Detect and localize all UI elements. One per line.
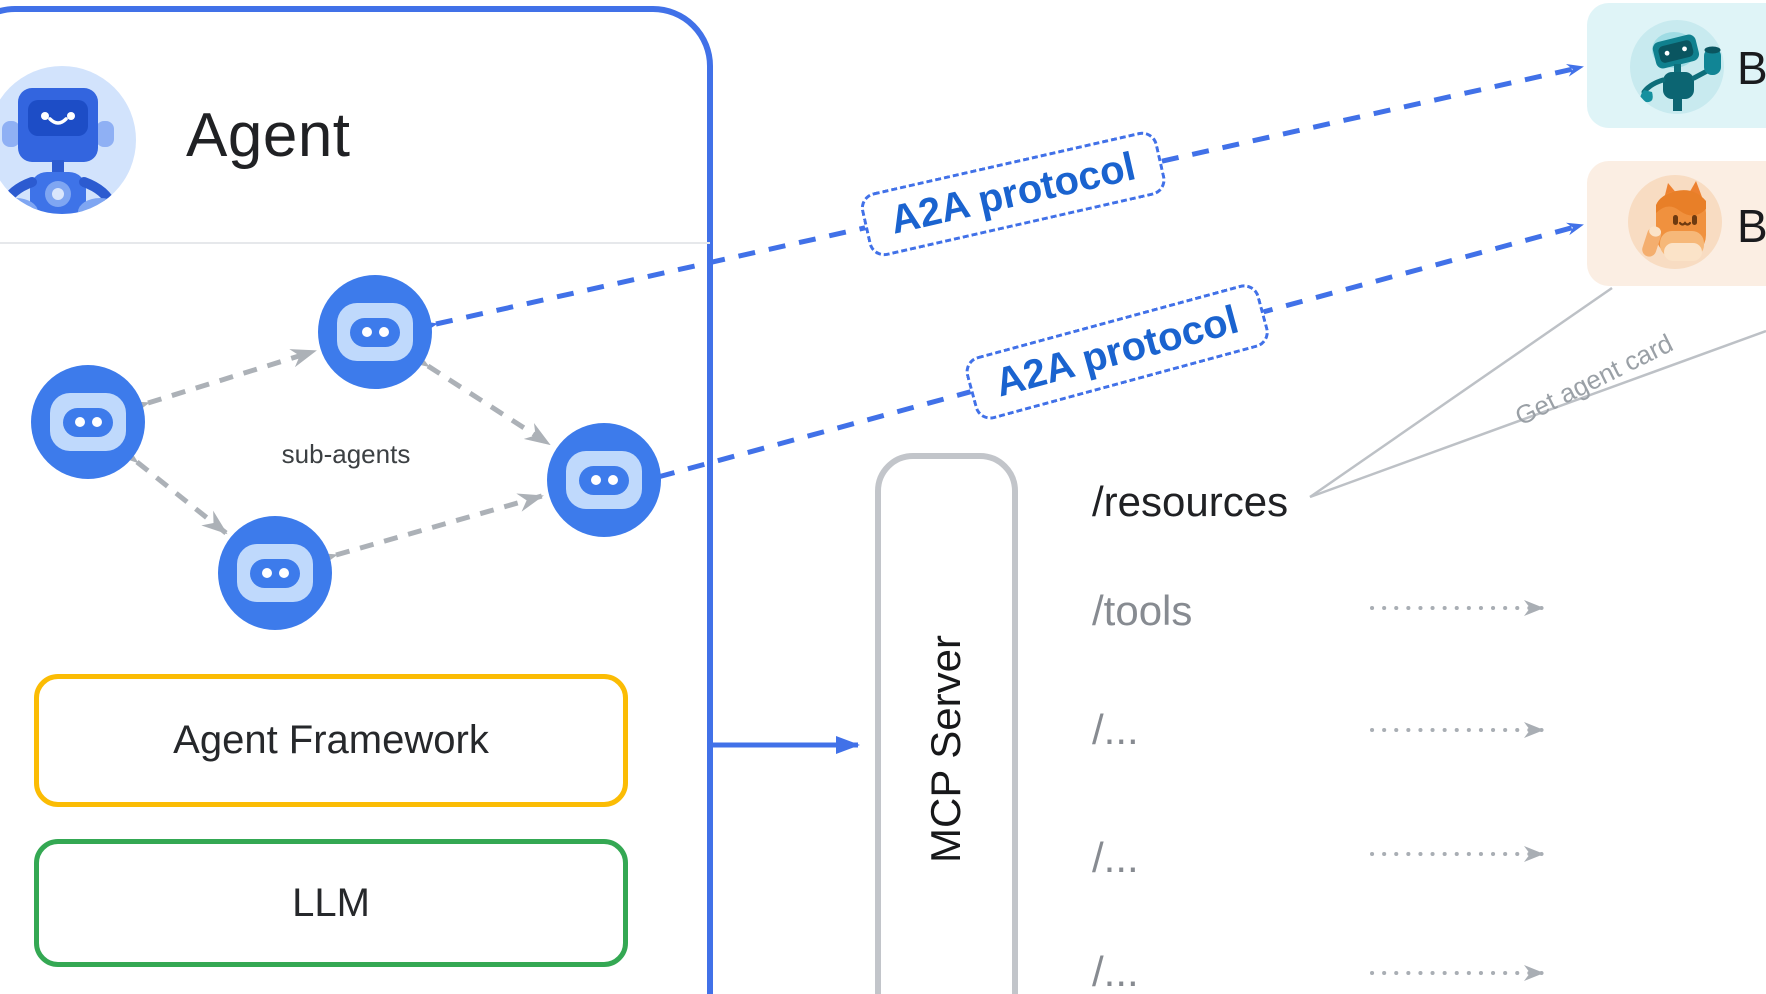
agent-avatar xyxy=(0,66,136,214)
remote-agent-name: B xyxy=(1737,200,1766,252)
orange-cat-icon xyxy=(1628,175,1722,269)
robot-visor xyxy=(63,407,113,437)
get-agent-card-label: Get agent card xyxy=(1510,327,1678,432)
teal-robot-icon xyxy=(1630,20,1724,114)
endpoint-tools: /tools xyxy=(1092,587,1193,634)
robot-head xyxy=(566,451,642,509)
robot-head xyxy=(50,393,126,451)
subagents-label: sub-agents xyxy=(281,439,411,469)
robot-visor xyxy=(350,317,400,347)
agent-panel-title: Agent xyxy=(186,101,351,170)
robot-visor xyxy=(250,558,300,588)
robot-head xyxy=(337,303,413,361)
endpoint-etc: /... xyxy=(1092,834,1139,881)
endpoint-resources: /resources xyxy=(1092,478,1289,525)
sub-agent-robot-icon xyxy=(218,516,332,630)
robot-visor xyxy=(579,465,629,495)
a2a-protocol-badge: A2A protocol xyxy=(857,128,1169,260)
mcp-server-label: MCP Server xyxy=(922,635,969,863)
remote-agent-card: B xyxy=(1587,3,1766,128)
llm-box: LLM xyxy=(34,839,628,967)
mcp-server-box xyxy=(875,453,1018,994)
remote-agent-name: B xyxy=(1737,42,1766,94)
llm-label: LLM xyxy=(292,880,370,925)
agent-header-divider xyxy=(0,242,710,244)
robot-head xyxy=(237,544,313,602)
sub-agent-robot-icon xyxy=(318,275,432,389)
agent-framework-box: Agent Framework xyxy=(34,674,628,807)
remote-agent-card: B xyxy=(1587,161,1766,286)
sub-agent-robot-icon xyxy=(547,423,661,537)
endpoint-dotted-arrows xyxy=(1370,600,1544,981)
agent-framework-label: Agent Framework xyxy=(173,718,489,762)
sub-agent-robot-icon xyxy=(31,365,145,479)
endpoint-etc: /... xyxy=(1092,706,1139,753)
a2a-protocol-badge: A2A protocol xyxy=(961,280,1273,424)
endpoint-etc: /... xyxy=(1092,948,1139,994)
